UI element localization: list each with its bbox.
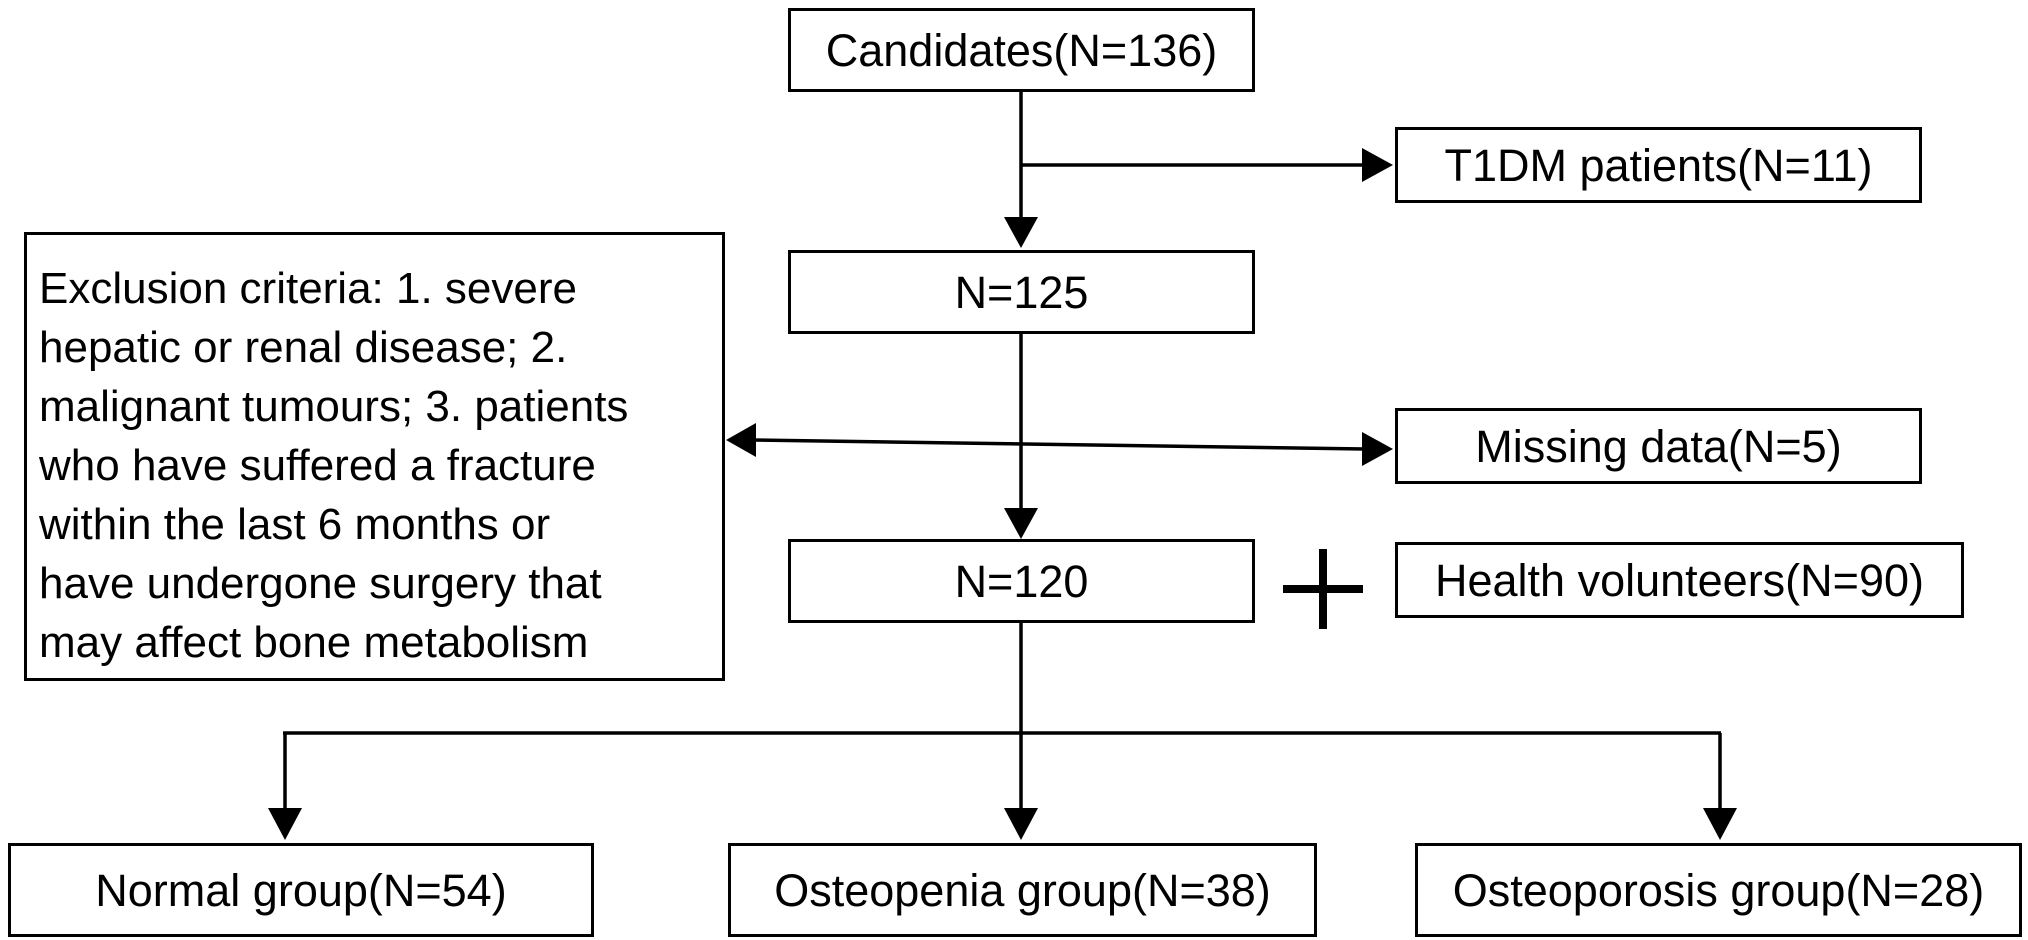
arrowhead-to-n125 — [1004, 217, 1038, 248]
t1dm-box: T1DM patients(N=11) — [1395, 127, 1922, 203]
missing-data-label: Missing data(N=5) — [1475, 420, 1842, 472]
n120-box: N=120 — [788, 539, 1255, 623]
osteoporosis-group-label: Osteoporosis group(N=28) — [1452, 864, 1985, 916]
arrowhead-to-missing — [1362, 432, 1393, 466]
n120-label: N=120 — [954, 555, 1089, 607]
connector-exclusion-missing — [751, 438, 1366, 451]
exclusion-line-6: have undergone surgery that — [39, 559, 602, 608]
osteopenia-group-box: Osteopenia group(N=38) — [728, 843, 1317, 937]
exclusion-line-3: malignant tumours; 3. patients — [39, 382, 629, 431]
exclusion-criteria-box: Exclusion criteria: 1. severe hepatic or… — [24, 232, 725, 681]
arrowhead-to-n120 — [1004, 508, 1038, 539]
n125-label: N=125 — [954, 266, 1089, 318]
health-volunteers-label: Health volunteers(N=90) — [1434, 554, 1924, 606]
exclusion-line-7: may affect bone metabolism — [39, 618, 589, 667]
exclusion-line-1: Exclusion criteria: 1. severe — [39, 264, 577, 313]
arrowhead-to-osteoporosis — [1703, 808, 1737, 840]
osteoporosis-group-box: Osteoporosis group(N=28) — [1415, 843, 2022, 937]
normal-group-label: Normal group(N=54) — [95, 864, 507, 916]
normal-group-box: Normal group(N=54) — [8, 843, 594, 937]
arrowhead-to-exclusion — [726, 423, 756, 457]
arrowhead-to-osteopenia — [1004, 808, 1038, 840]
t1dm-label: T1DM patients(N=11) — [1444, 139, 1873, 191]
plus-icon — [1283, 549, 1363, 629]
exclusion-line-5: within the last 6 months or — [39, 500, 551, 549]
missing-data-box: Missing data(N=5) — [1395, 408, 1922, 484]
n125-box: N=125 — [788, 250, 1255, 334]
exclusion-line-2: hepatic or renal disease; 2. — [39, 323, 568, 372]
exclusion-line-4: who have suffered a fracture — [39, 441, 596, 490]
candidates-label: Candidates(N=136) — [825, 24, 1218, 76]
osteopenia-group-label: Osteopenia group(N=38) — [774, 864, 1271, 916]
health-volunteers-box: Health volunteers(N=90) — [1395, 542, 1964, 618]
candidates-box: Candidates(N=136) — [788, 8, 1255, 92]
arrowhead-to-normal — [268, 808, 302, 840]
arrowhead-to-t1dm — [1362, 148, 1393, 182]
